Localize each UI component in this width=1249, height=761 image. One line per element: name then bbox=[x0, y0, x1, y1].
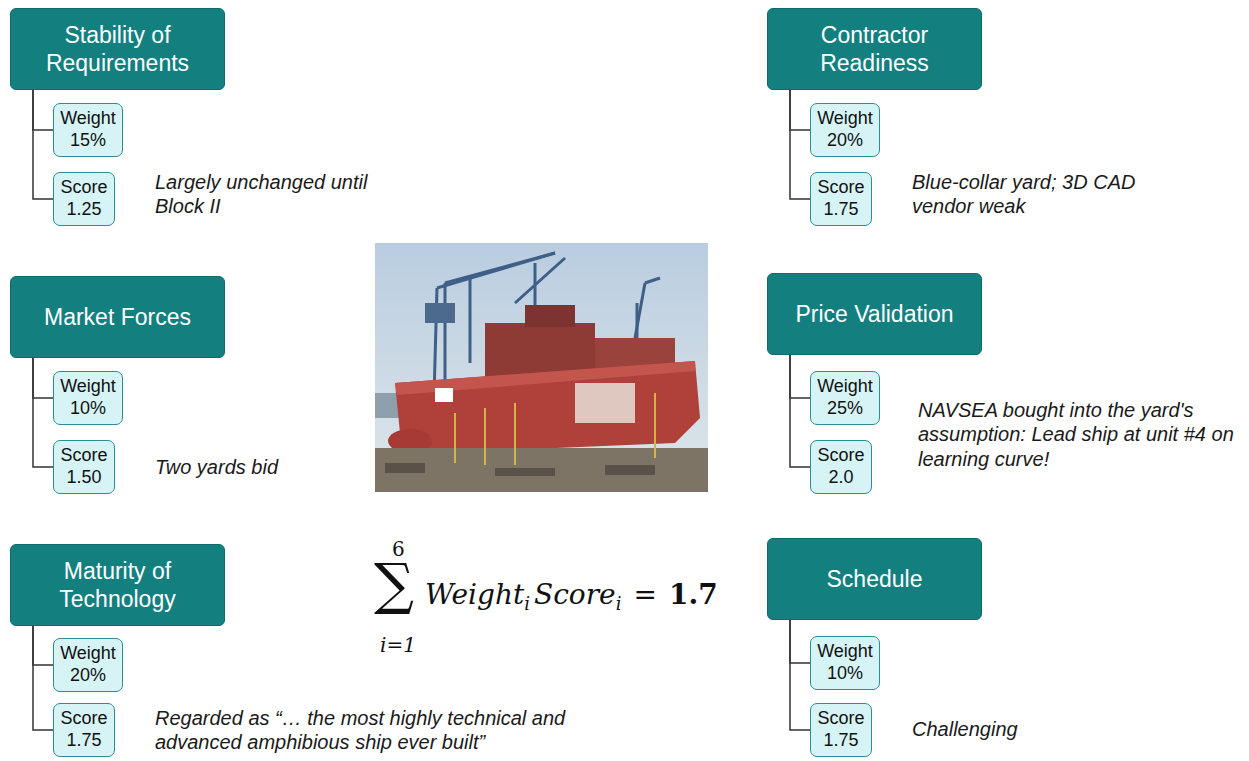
category-box: Market Forces bbox=[10, 276, 225, 358]
tree-connector bbox=[790, 620, 810, 663]
annotation-note: NAVSEA bought into the yard's assumption… bbox=[918, 398, 1242, 471]
value-number: 10% bbox=[827, 663, 863, 685]
sum-symbol: ∑ bbox=[374, 552, 414, 616]
category-title: Maturity of Technology bbox=[19, 557, 216, 613]
value-label: Score bbox=[60, 708, 107, 730]
value-box: Score2.0 bbox=[810, 440, 872, 494]
value-number: 1.75 bbox=[823, 199, 858, 221]
tree-connector bbox=[790, 90, 810, 130]
value-box: Score1.75 bbox=[810, 172, 872, 226]
value-box: Weight25% bbox=[810, 371, 880, 425]
value-number: 20% bbox=[827, 130, 863, 152]
value-label: Score bbox=[817, 708, 864, 730]
value-box: Weight20% bbox=[810, 103, 880, 157]
value-label: Score bbox=[817, 445, 864, 467]
shipyard-photo bbox=[375, 243, 708, 492]
value-label: Weight bbox=[60, 108, 116, 130]
value-box: Weight15% bbox=[53, 103, 123, 157]
value-label: Score bbox=[60, 177, 107, 199]
tree-connector bbox=[33, 358, 53, 467]
formula-result: 1.7 bbox=[669, 578, 718, 611]
category-title: Price Validation bbox=[795, 300, 953, 328]
value-number: 1.50 bbox=[66, 467, 101, 489]
category-box: Price Validation bbox=[767, 273, 982, 355]
tree-connector bbox=[790, 355, 810, 467]
category-title: Contractor Readiness bbox=[776, 21, 973, 77]
value-number: 1.25 bbox=[66, 199, 101, 221]
formula-subscript: i bbox=[524, 593, 530, 614]
category-title: Schedule bbox=[827, 565, 923, 593]
formula-row: WeightiScorei=1.7 bbox=[425, 578, 718, 611]
value-box: Weight10% bbox=[810, 636, 880, 690]
value-number: 15% bbox=[70, 130, 106, 152]
value-box: Score1.50 bbox=[53, 440, 115, 494]
value-label: Weight bbox=[817, 108, 873, 130]
tree-connector bbox=[790, 620, 810, 730]
value-box: Score1.25 bbox=[53, 172, 115, 226]
category-title: Market Forces bbox=[44, 303, 191, 331]
value-number: 25% bbox=[827, 398, 863, 420]
value-number: 10% bbox=[70, 398, 106, 420]
value-box: Score1.75 bbox=[53, 703, 115, 757]
category-title: Stability of Requirements bbox=[19, 21, 216, 77]
annotation-note: Two yards bid bbox=[155, 455, 375, 479]
category-box: Schedule bbox=[767, 538, 982, 620]
value-number: 1.75 bbox=[823, 730, 858, 752]
tree-connector bbox=[33, 358, 53, 398]
value-box: Score1.75 bbox=[810, 703, 872, 757]
category-box: Maturity of Technology bbox=[10, 544, 225, 626]
annotation-note: Blue-collar yard; 3D CAD vendor weak bbox=[912, 170, 1152, 219]
value-label: Weight bbox=[60, 376, 116, 398]
tree-connector bbox=[33, 90, 53, 130]
tree-connector bbox=[790, 90, 810, 199]
value-label: Score bbox=[60, 445, 107, 467]
value-box: Weight20% bbox=[53, 638, 123, 692]
value-number: 2.0 bbox=[828, 467, 853, 489]
category-box: Stability of Requirements bbox=[10, 8, 225, 90]
value-label: Score bbox=[817, 177, 864, 199]
annotation-note: Challenging bbox=[912, 717, 1112, 741]
value-label: Weight bbox=[817, 641, 873, 663]
formula-term: Weight bbox=[425, 578, 524, 611]
value-number: 1.75 bbox=[66, 730, 101, 752]
value-label: Weight bbox=[60, 643, 116, 665]
formula-term: Score bbox=[534, 578, 616, 611]
formula-equals: = bbox=[633, 578, 656, 611]
tree-connector bbox=[790, 355, 810, 398]
sum-lower-limit: i=1 bbox=[380, 634, 416, 657]
tree-connector bbox=[33, 626, 53, 665]
tree-connector bbox=[33, 626, 53, 730]
category-box: Contractor Readiness bbox=[767, 8, 982, 90]
annotation-note: Largely unchanged until Block II bbox=[155, 170, 385, 219]
annotation-note: Regarded as “… the most highly technical… bbox=[155, 706, 587, 755]
tree-connector bbox=[33, 90, 53, 199]
value-label: Weight bbox=[817, 376, 873, 398]
value-number: 20% bbox=[70, 665, 106, 687]
value-box: Weight10% bbox=[53, 371, 123, 425]
formula-subscript: i bbox=[616, 593, 622, 614]
